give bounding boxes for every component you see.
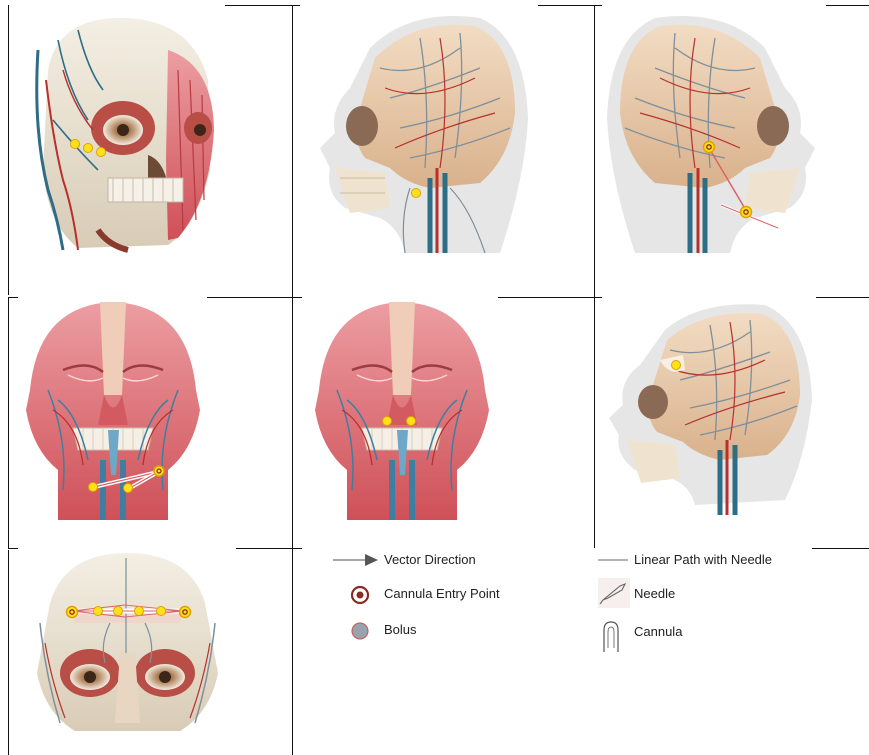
panel-face-muscles-lip [305,300,500,520]
legend-cannula: Cannula [634,624,682,640]
grid-line-v2 [292,5,293,755]
panel-head-profile-right [310,8,535,258]
bolus-marker [383,417,392,426]
bolus-marker [407,417,416,426]
grid-line-h0b [538,5,602,6]
panel-head-profile-left [603,8,825,258]
dot-marker-icon [350,621,370,641]
grid-line-h1c [498,297,602,298]
panel-head-profile-temple [605,300,815,520]
bolus-marker [672,361,681,370]
grid-line-h1b [207,297,302,298]
legend-cannula-entry-point: Cannula Entry Point [384,586,500,602]
bolus-marker [124,484,133,493]
arrow-right-icon [333,553,379,567]
grid-line-h0a [225,5,300,6]
bolus-marker [84,144,93,153]
panel-face-muscles-chin [18,300,208,520]
grid-line-h0c [826,5,869,6]
bolus-marker [157,607,166,616]
grid-line-v1 [8,5,9,295]
grid-line-h1a [8,297,18,298]
grid-line-h2a [8,548,18,549]
legend-linear-path: Linear Path with Needle [634,552,772,568]
ring-marker-icon [350,585,370,605]
grid-line-h1d [816,297,869,298]
bolus-marker [412,189,421,198]
panel-skull-forehead [30,553,225,733]
panel-skull-front [18,10,223,255]
grid-line-h2c [812,548,869,549]
legend-vector-direction: Vector Direction [384,552,476,568]
bolus-marker [89,483,98,492]
cannula-icon [600,620,622,654]
bolus-marker [135,607,144,616]
grid-line-v3 [594,5,595,548]
bolus-marker [94,607,103,616]
bolus-marker [114,607,123,616]
cannula-entry-marker [704,142,715,153]
cannula-entry-marker [154,466,164,476]
needle-icon [598,578,630,608]
line-icon [598,553,630,567]
cannula-entry-marker [180,607,191,618]
grid-line-v1c [8,550,9,755]
cannula-entry-marker [741,207,752,218]
bolus-marker [71,140,80,149]
legend-needle: Needle [634,586,675,602]
grid-line-h2b [236,548,302,549]
cannula-entry-marker [67,607,78,618]
bolus-marker [97,148,106,157]
legend-bolus: Bolus [384,622,417,638]
grid-line-v1b [8,298,9,548]
